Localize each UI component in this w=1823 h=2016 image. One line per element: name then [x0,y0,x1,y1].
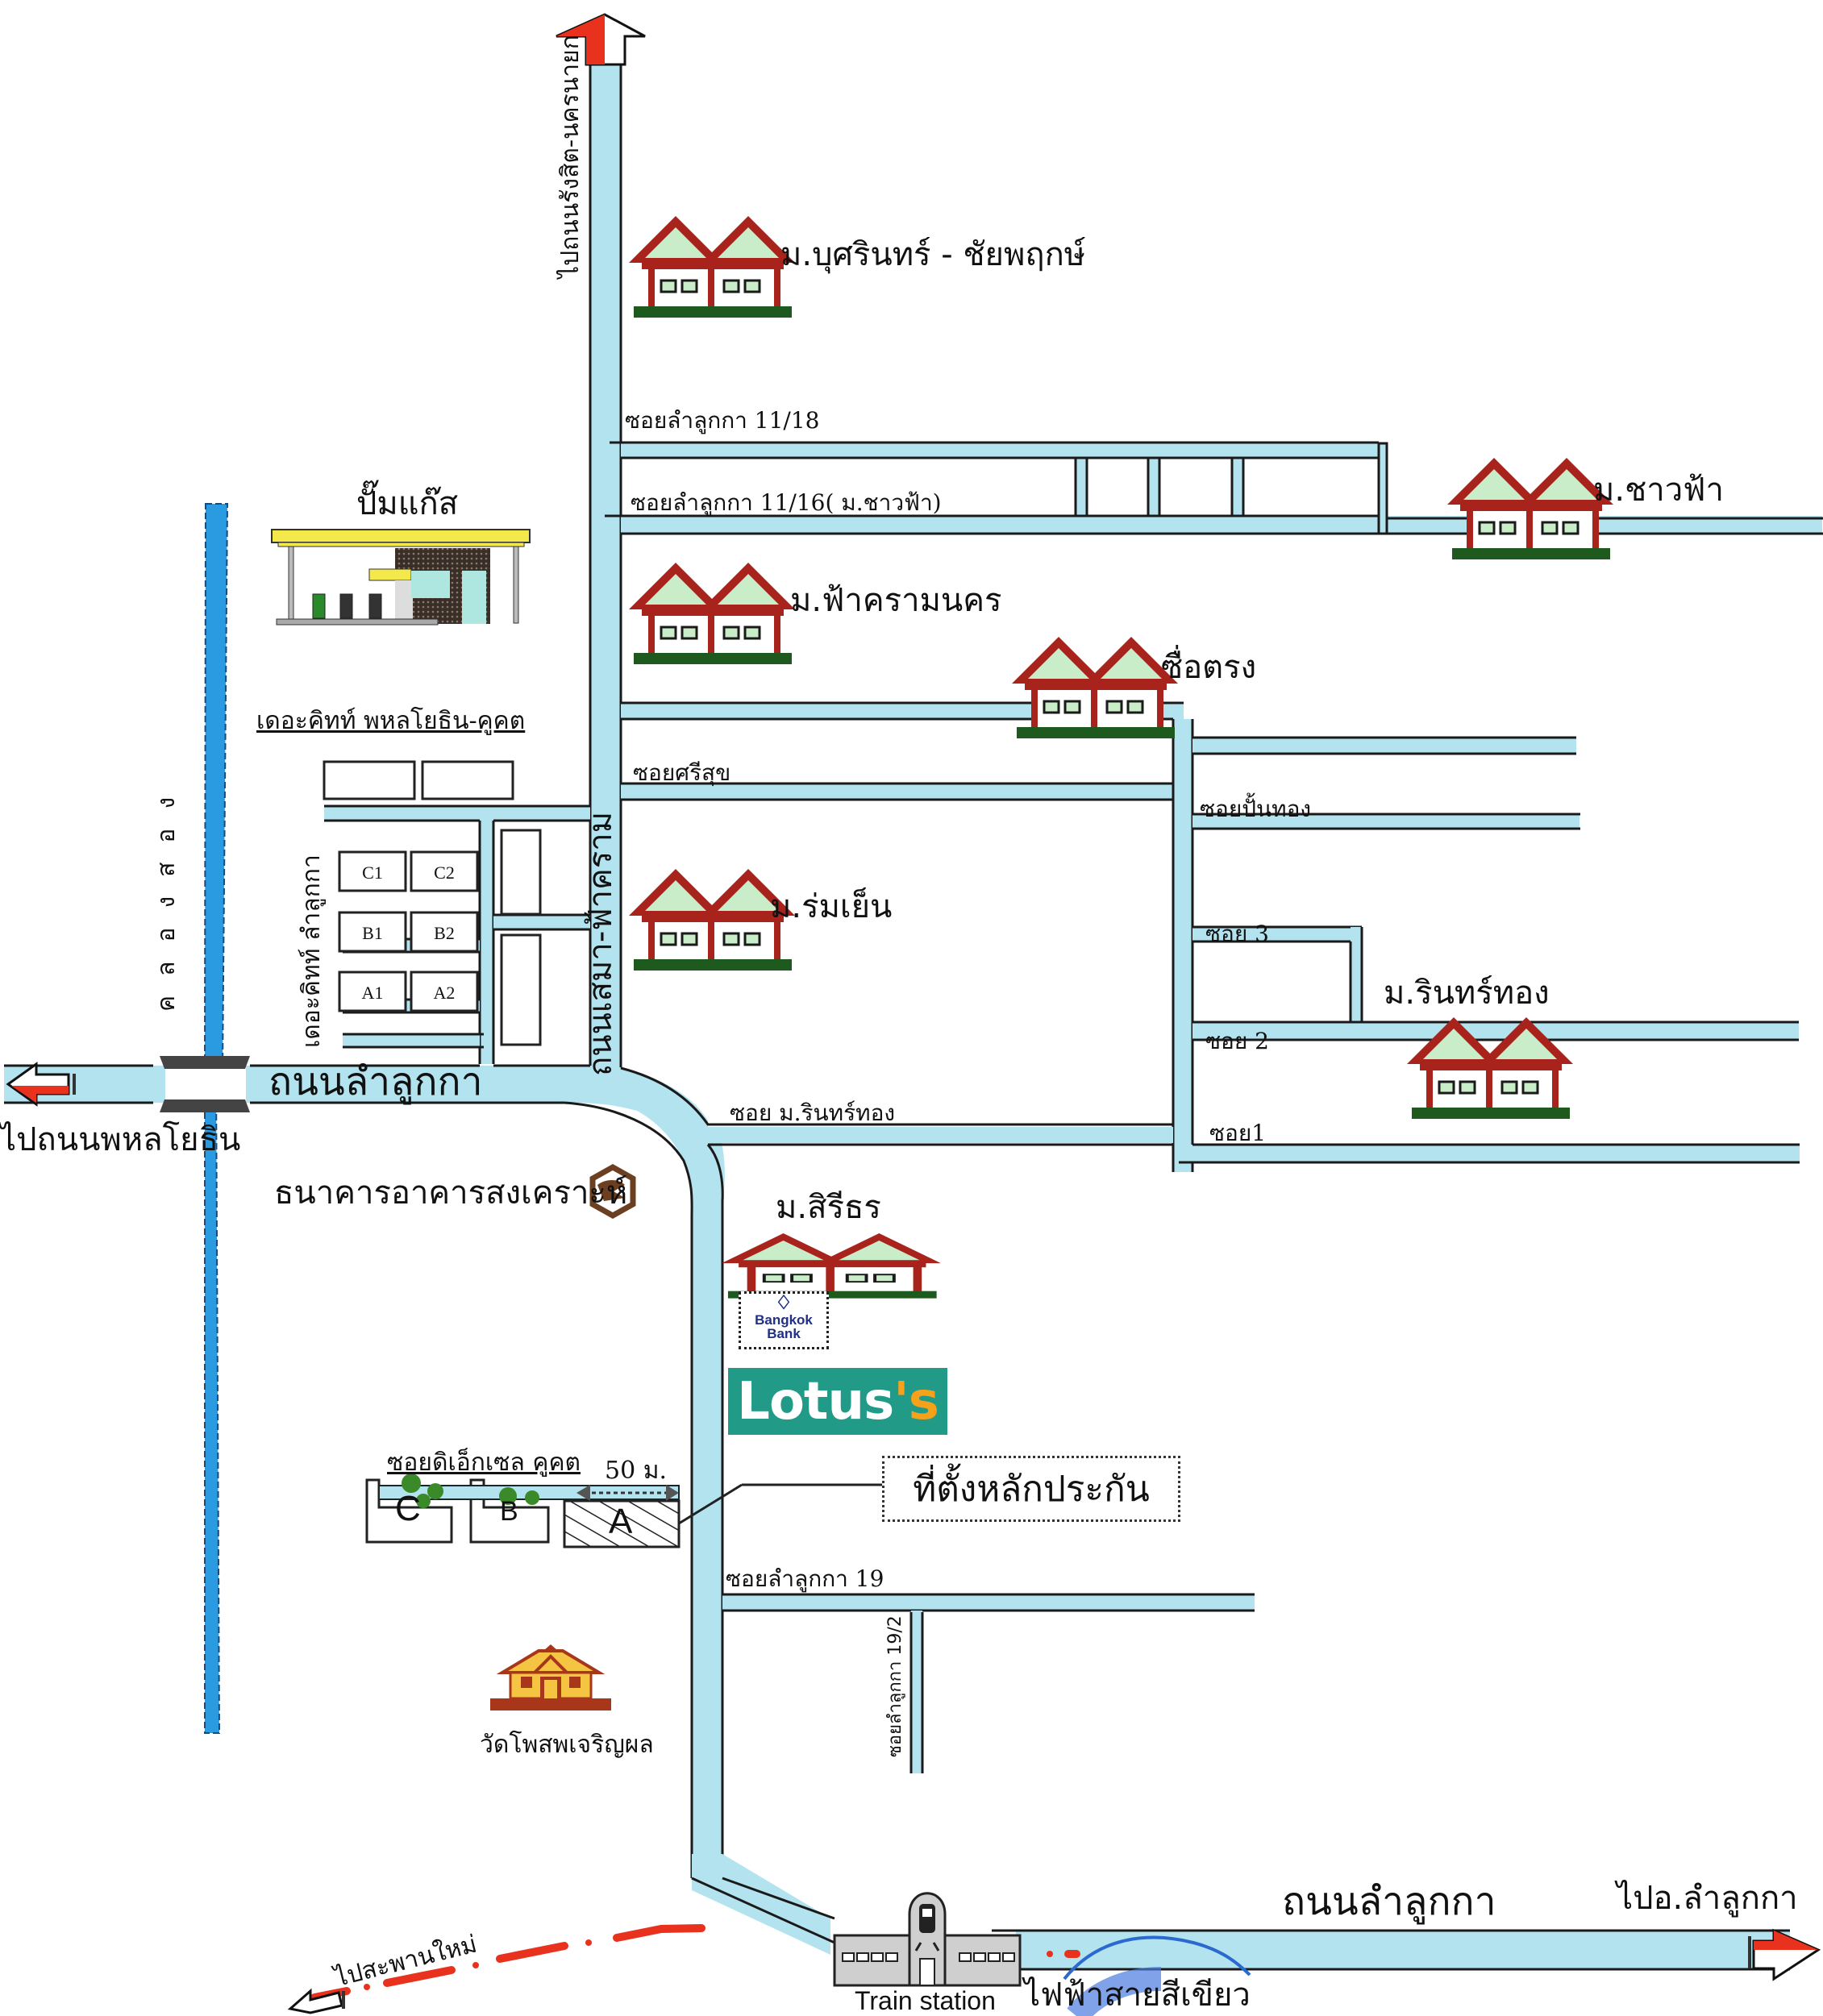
arrow-to-saphan-mai-icon [287,1988,345,2014]
label-soi-srisuk: ซอยศรีสุข [633,759,731,786]
bangkok-bank-line2: Bank [767,1326,801,1341]
label-road-sema-fakram: ถนนเสมา-ฟ้าคราม [582,811,619,1076]
dexcel-plot-b: B [500,1496,518,1527]
kith-unit-b2: B2 [434,923,455,943]
label-fakram: ม.ฟ้าครามนคร [790,582,1002,619]
label-distance: 50 ม. [605,1457,668,1485]
label-soi-1: ซอย1 [1209,1120,1267,1146]
house-chaofa-icon [1446,456,1615,561]
kith-building-right-1 [500,829,542,916]
label-busarin: ม.บุศรินทร์ - ชัยพฤกษ์ [780,236,1086,273]
label-soi-19: ซอยลำลูกกา 19 [726,1565,884,1592]
lotus-logo-suffix: 's [893,1371,939,1432]
label-romyen: ม.ร่มเย็น [770,888,893,925]
label-lamlukka-road-east: ถนนลำลูกกา [1282,1879,1496,1924]
label-green-line: ไฟฟ้าสายสีเขียว [1024,1977,1251,2014]
kith-unit-a1: A1 [361,983,384,1003]
kith-unit-c1: C1 [362,863,383,883]
bangkok-bank-logo: ♢ Bangkok Bank [739,1291,829,1349]
label-suetrong: ซื่อตรง [1161,649,1257,686]
arrow-to-phahonyothin-icon [6,1062,76,1107]
collateral-plot-a [563,1499,681,1548]
gas-station-icon [271,529,531,626]
kith-units [338,850,479,1012]
arrow-to-lamlukka-icon [1748,1928,1821,1981]
arrow-to-north-icon [556,13,646,66]
label-kith-phahon: เดอะคิทท์ พหลโยธิน-คูคต [256,707,526,735]
bangkok-bank-line1: Bangkok [755,1312,813,1328]
label-train-station: Train station [855,1986,996,2015]
label-to-lamlukka-district: ไปอ.ลำลูกกา [1617,1880,1798,1917]
label-to-north: ไปถนนรังสิต-นครนายก [556,35,585,278]
kith-building-right-2 [500,933,542,1046]
ghb-bank-icon [589,1163,636,1220]
label-soi-dexcel: ซอยดิเอ็กเซล คูคต [387,1449,581,1477]
canal-bridge [160,1056,250,1112]
label-soi-rintong: ซอย ม.รินทร์ทอง [730,1099,896,1126]
label-gas-station: ปั๊มแก๊ส [356,485,459,522]
label-sirithorn: ม.สิรีธร [776,1189,881,1226]
house-sirithorn-icon [720,1232,943,1300]
kith-building-top-2 [421,760,514,800]
label-chaofa: ม.ชาวฟ้า [1593,472,1724,509]
label-kith-lamlukka: เดอะคิทท์ ลำลูกกา [298,854,326,1048]
collateral-location-callout: ที่ตั้งหลักประกัน [882,1456,1180,1522]
label-ghb-bank: ธนาคารอาคารสงเคราะห์ [274,1174,628,1212]
dexcel-plots [365,1474,883,1548]
label-lamlukka-road-west: ถนนลำลูกกา [268,1059,483,1104]
label-rintong: ม.รินทร์ทอง [1384,975,1550,1012]
dexcel-plot-a: A [609,1502,633,1541]
kith-unit-b1: B1 [362,923,383,943]
house-suetrong-icon [1010,635,1180,740]
label-to-phahonyothin: ไปถนนพหลโยธิน [0,1121,241,1158]
kith-building-top-1 [323,760,416,800]
dexcel-plot-c: C [395,1489,421,1528]
label-soi-2: ซอย 2 [1205,1028,1269,1054]
bangkok-bank-emblem-icon: ♢ [775,1292,793,1314]
temple-icon [490,1644,611,1710]
label-canal: คลองสอง [152,777,181,1012]
canal [204,503,229,1734]
lotus-logo: Lotus's [728,1368,947,1435]
kith-unit-a2: A2 [433,983,456,1003]
train-station-icon [833,1892,1022,1987]
label-soi-11-16: ซอยลำลูกกา 11/16( ม.ชาวฟ้า) [631,489,942,516]
label-soi-19-2: ซอยลำลูกกา 19/2 [885,1615,905,1757]
label-soi-puntong: ซอยปั้นทอง [1200,796,1312,822]
label-soi-3: ซอย 3 [1205,921,1269,947]
label-temple: วัดโพสพเจริญผล [480,1731,654,1759]
kith-unit-c2: C2 [434,863,455,883]
label-soi-11-18: ซอยลำลูกกา 11/18 [625,407,820,434]
lotus-logo-text: Lotus [737,1371,894,1432]
house-busarin-icon [627,214,797,319]
house-fakram-icon [627,561,797,666]
